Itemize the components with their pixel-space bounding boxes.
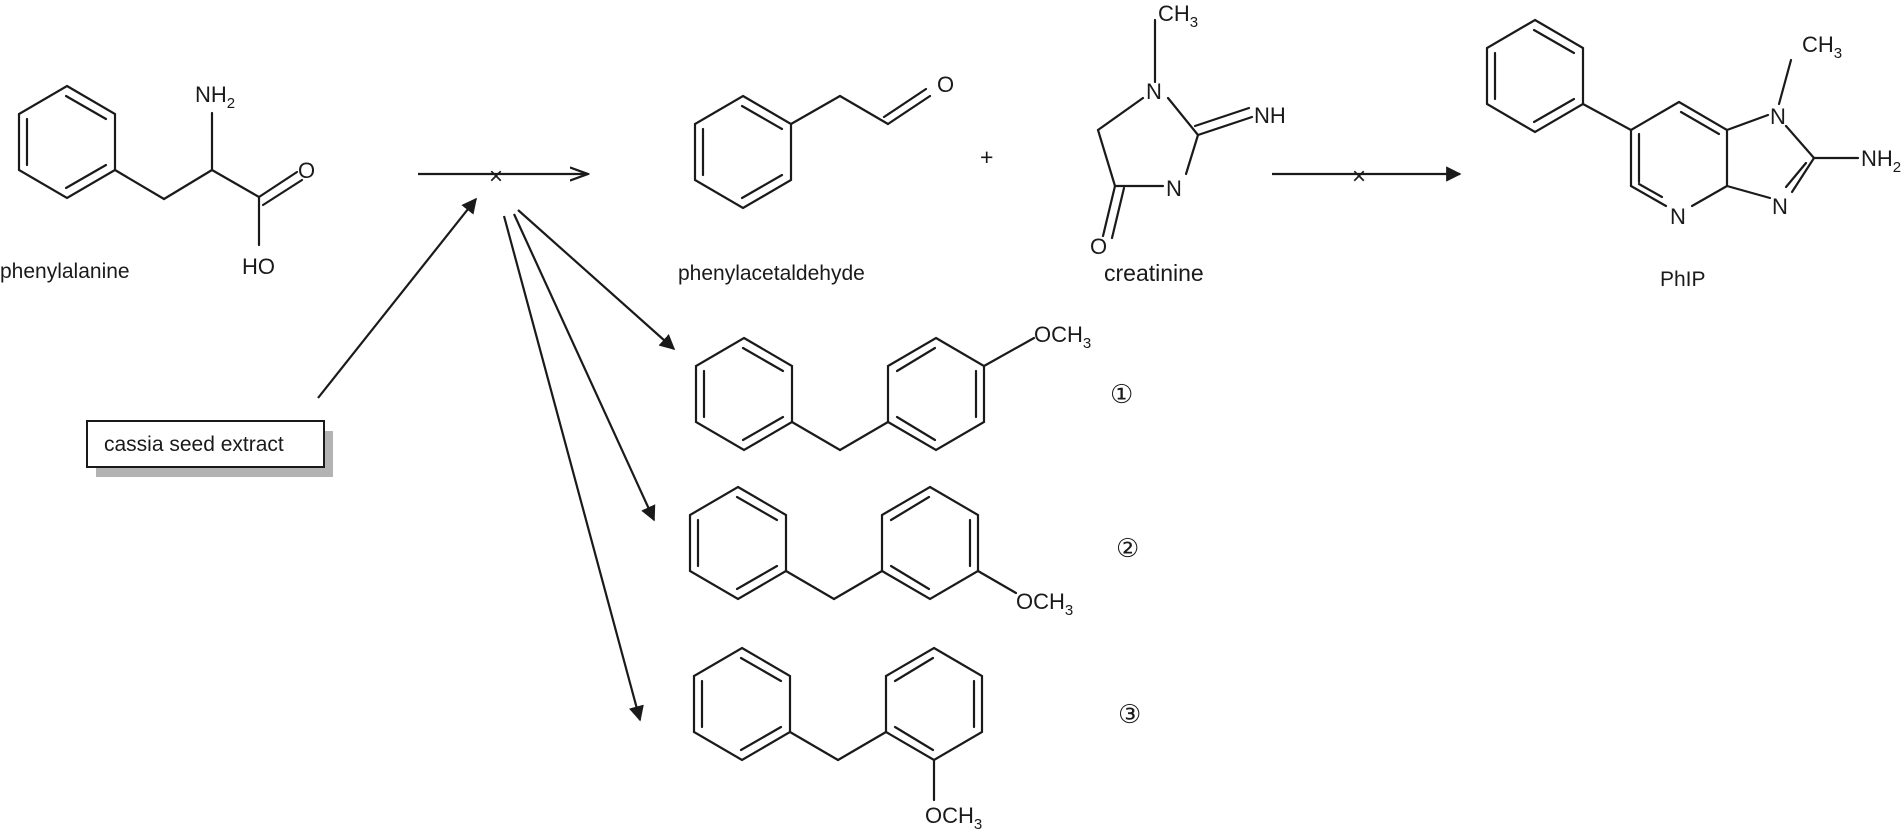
phip-phenyl-ring [1485,18,1585,134]
phenylacetaldehyde-benzene-ring [693,94,793,210]
extract-arrow [317,197,477,399]
phip-label: PhIP [1660,268,1706,291]
phenylalanine-hydroxyl-label: HO [242,254,275,279]
product-2-methoxy-label: OCH3 [1016,589,1073,619]
product-3-structure: OCH3 [692,646,984,829]
creatinine-label: creatinine [1104,260,1204,286]
phip-imidazole-ring [1725,113,1816,200]
creatinine-o-label: O [1090,234,1107,259]
phip-n3-label: N [1772,194,1788,219]
phenylalanine-amino-label: NH2 [195,82,235,112]
product-3-marker: ③ [1118,700,1141,730]
phip-pyridine-n-label: N [1670,204,1686,229]
product-1-structure: OCH3 [694,322,1091,452]
phenylalanine-label: phenylalanine [0,260,130,283]
product-1-ring-a [694,336,794,452]
branch-arrow-product-2 [512,213,656,522]
creatinine-n3-label: N [1166,176,1182,201]
product-3-ring-a [692,646,792,762]
creatinine-methyl-label: CH3 [1158,1,1198,31]
phip-structure: CH3 N NH2 N N [1485,18,1901,229]
phenylacetaldehyde-label: phenylacetaldehyde [678,262,865,285]
inhibition-mark-1: × [489,163,503,190]
creatinine-n1-label: N [1146,79,1162,104]
phenylacetaldehyde-o-label: O [937,72,954,97]
product-1-ring-b [886,336,986,452]
phenylalanine-structure: NH2 O HO [17,82,315,279]
phip-n1-label: N [1770,104,1786,129]
inhibition-mark-2: × [1352,163,1366,190]
plus-sign: + [980,144,993,170]
cassia-seed-extract-box: cassia seed extract [86,420,333,477]
phenylalanine-benzene-ring [17,84,117,200]
creatinine-imine-label: NH [1254,103,1286,128]
phip-methyl-label: CH3 [1802,32,1842,62]
product-2-ring-b [880,485,980,601]
phip-pyridine-ring [1629,100,1729,208]
branch-arrow-product-3 [502,215,644,722]
product-1-marker: ① [1110,380,1133,410]
phip-amino-label: NH2 [1861,146,1901,176]
product-2-ring-a [688,485,788,601]
product-1-methoxy-label: OCH3 [1034,322,1091,352]
phenylalanine-carbonyl-o-label: O [298,158,315,183]
extract-box-frame [86,420,325,468]
product-3-ring-b [884,646,984,762]
product-2-structure: OCH3 [688,485,1073,619]
extract-box-label: cassia seed extract [104,433,284,456]
product-3-methoxy-label: OCH3 [925,803,982,829]
phenylacetaldehyde-structure: O [693,72,954,210]
creatinine-structure: CH3 N NH N O [1090,1,1286,259]
branch-arrow-product-1 [517,209,676,351]
product-2-marker: ② [1116,534,1139,564]
